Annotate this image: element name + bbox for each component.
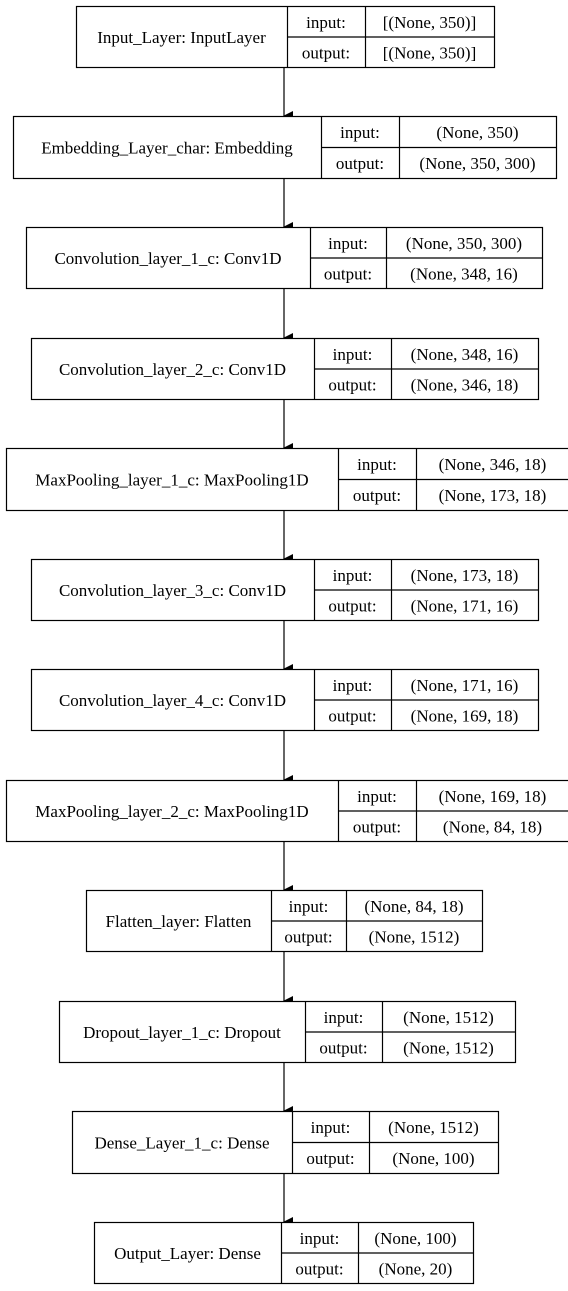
- layer-name: Flatten_layer: Flatten: [106, 912, 252, 931]
- layer-name: Input_Layer: InputLayer: [97, 28, 266, 47]
- layer-name: Convolution_layer_2_c: Conv1D: [59, 360, 286, 379]
- output-label: output:: [328, 596, 376, 615]
- layer-name: Dropout_layer_1_c: Dropout: [83, 1023, 281, 1042]
- output-shape: (None, 1512): [369, 927, 460, 946]
- input-shape: (None, 348, 16): [411, 345, 519, 364]
- output-label: output:: [302, 43, 350, 62]
- input-label: input:: [333, 676, 373, 695]
- output-shape: [(None, 350)]: [383, 43, 476, 62]
- layer-node-maxpooling-layer-1-c: MaxPooling_layer_1_c: MaxPooling1D input:…: [5, 447, 568, 512]
- output-label: output:: [324, 264, 372, 283]
- input-shape: (None, 346, 18): [439, 455, 547, 474]
- layer-node-dropout-layer-1-c: Dropout_layer_1_c: Dropout input: output: (…: [58, 1000, 517, 1064]
- layer-node-convolution-layer-1-c: Convolution_layer_1_c: Conv1D input: outpu…: [25, 226, 544, 290]
- layer-name: Dense_Layer_1_c: Dense: [94, 1134, 269, 1153]
- input-shape: (None, 350): [436, 123, 518, 142]
- input-label: input:: [357, 455, 397, 474]
- layer-name: MaxPooling_layer_2_c: MaxPooling1D: [35, 802, 308, 821]
- layer-node-output-layer: Output_Layer: Dense input: output: (None, 1…: [93, 1221, 475, 1285]
- input-label: input:: [333, 345, 373, 364]
- layer-name: Convolution_layer_3_c: Conv1D: [59, 581, 286, 600]
- input-shape: (None, 173, 18): [411, 566, 519, 585]
- layer-node-dense-layer-1-c: Dense_Layer_1_c: Dense input: output: (None…: [71, 1110, 500, 1175]
- input-shape: (None, 84, 18): [364, 897, 463, 916]
- layer-node-embedding-layer-char: Embedding_Layer_char: Embedding input: out…: [12, 115, 558, 180]
- input-shape: (None, 1512): [388, 1118, 479, 1137]
- output-label: output:: [353, 486, 401, 505]
- output-shape: (None, 350, 300): [419, 154, 535, 173]
- layer-name: Convolution_layer_1_c: Conv1D: [54, 249, 281, 268]
- output-shape: (None, 346, 18): [411, 375, 519, 394]
- input-label: input:: [306, 13, 346, 32]
- input-label: input:: [289, 897, 329, 916]
- output-shape: (None, 100): [392, 1149, 474, 1168]
- output-shape: (None, 173, 18): [439, 486, 547, 505]
- layer-node-input-layer: Input_Layer: InputLayer input: output: [(No…: [75, 5, 496, 69]
- output-label: output:: [295, 1259, 343, 1278]
- output-shape: (None, 84, 18): [443, 817, 542, 836]
- input-label: input:: [328, 234, 368, 253]
- input-label: input:: [357, 787, 397, 806]
- output-label: output:: [319, 1038, 367, 1057]
- layer-name: MaxPooling_layer_1_c: MaxPooling1D: [35, 471, 308, 490]
- output-label: output:: [336, 154, 384, 173]
- input-shape: (None, 171, 16): [411, 676, 519, 695]
- layer-node-convolution-layer-2-c: Convolution_layer_2_c: Conv1D input: outpu…: [30, 337, 540, 401]
- layer-name: Embedding_Layer_char: Embedding: [41, 139, 293, 158]
- input-label: input:: [333, 566, 373, 585]
- output-shape: (None, 20): [379, 1259, 453, 1278]
- input-shape: [(None, 350)]: [383, 13, 476, 32]
- layer-node-maxpooling-layer-2-c: MaxPooling_layer_2_c: MaxPooling1D input:…: [5, 779, 568, 843]
- input-shape: (None, 1512): [403, 1008, 494, 1027]
- input-label: input:: [300, 1229, 340, 1248]
- input-shape: (None, 169, 18): [439, 787, 547, 806]
- layer-name: Output_Layer: Dense: [114, 1244, 261, 1263]
- input-label: input:: [324, 1008, 364, 1027]
- layer-node-flatten-layer: Flatten_layer: Flatten input: output: (None…: [85, 889, 484, 953]
- layer-node-convolution-layer-4-c: Convolution_layer_4_c: Conv1D input: outpu…: [30, 668, 540, 732]
- input-shape: (None, 350, 300): [406, 234, 522, 253]
- output-label: output:: [306, 1149, 354, 1168]
- input-label: input:: [311, 1118, 351, 1137]
- output-shape: (None, 348, 16): [410, 264, 518, 283]
- output-label: output:: [353, 817, 401, 836]
- output-label: output:: [328, 375, 376, 394]
- output-label: output:: [284, 927, 332, 946]
- output-shape: (None, 171, 16): [411, 596, 519, 615]
- layer-name: Convolution_layer_4_c: Conv1D: [59, 691, 286, 710]
- output-shape: (None, 1512): [403, 1038, 494, 1057]
- output-label: output:: [328, 706, 376, 725]
- input-shape: (None, 100): [374, 1229, 456, 1248]
- input-label: input:: [340, 123, 380, 142]
- output-shape: (None, 169, 18): [411, 706, 519, 725]
- layer-node-convolution-layer-3-c: Convolution_layer_3_c: Conv1D input: outpu…: [30, 558, 540, 622]
